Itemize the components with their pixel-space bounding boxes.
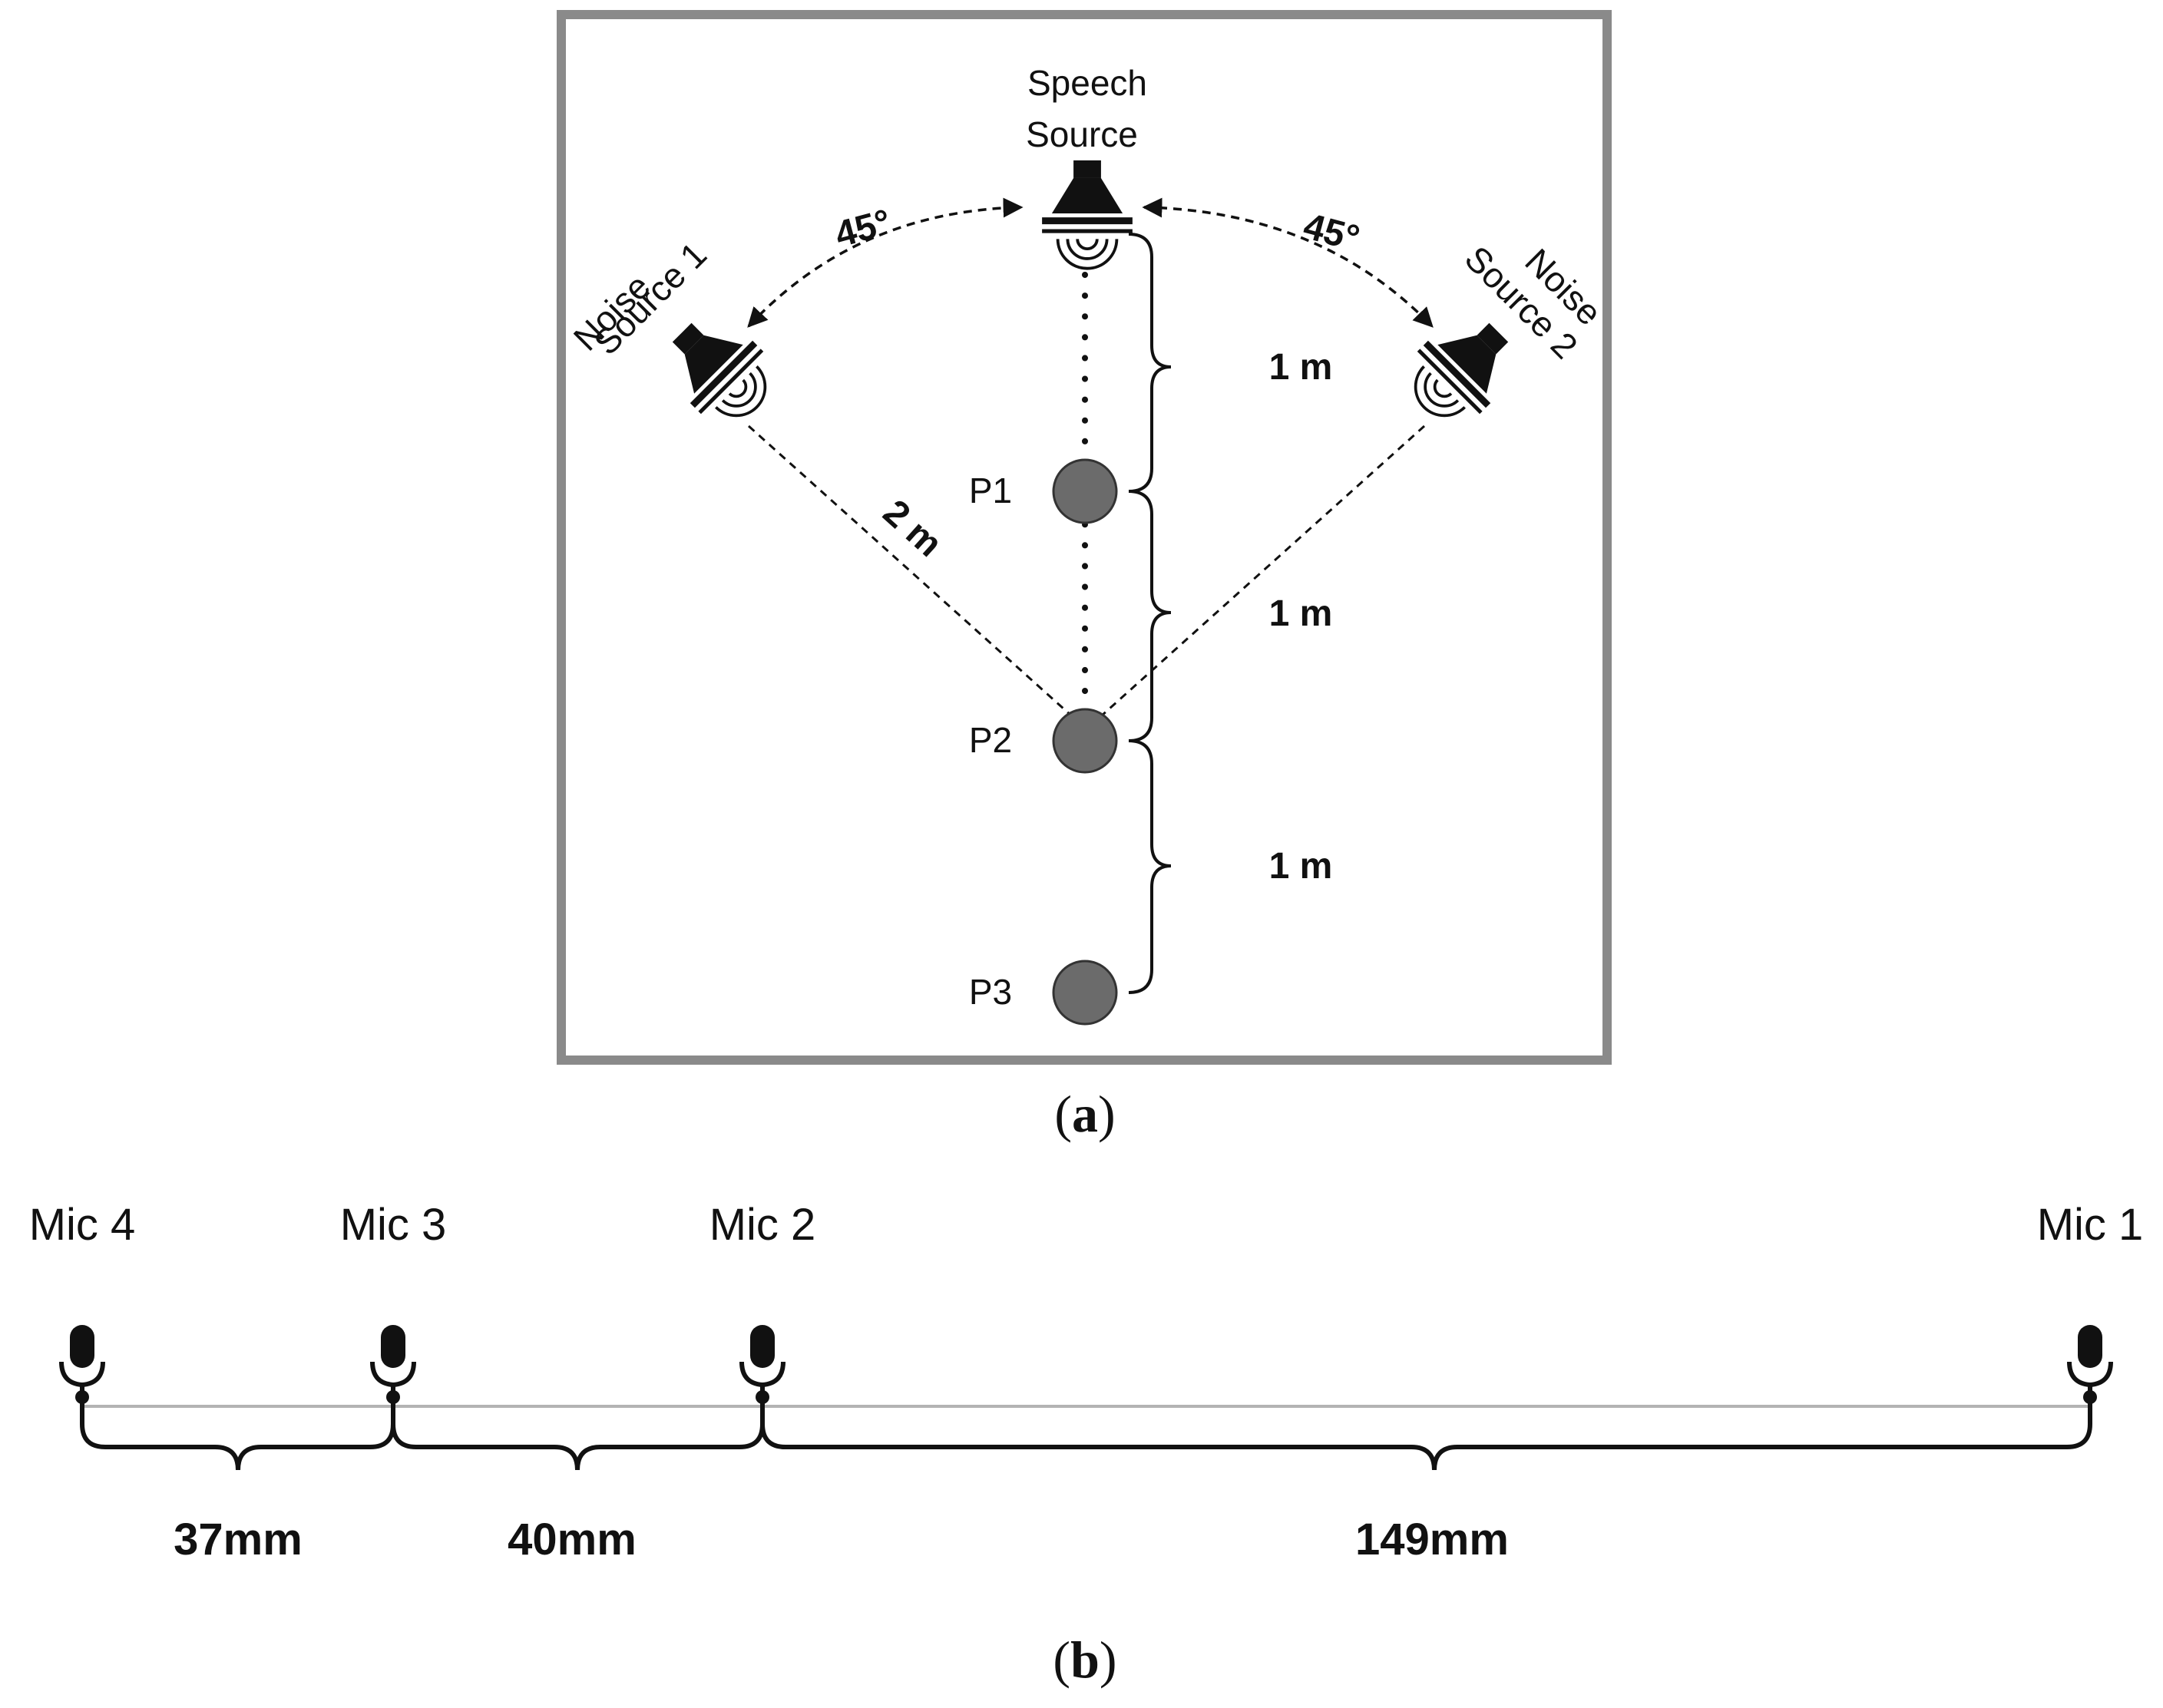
mic-3-icon — [372, 1325, 414, 1404]
position-label-p3: P3 — [969, 972, 1012, 1012]
mic-label-4: Mic 4 — [29, 1200, 136, 1250]
brace-p2-to-p3 — [1128, 739, 1172, 994]
position-p1 — [1052, 458, 1118, 524]
brace-mic2-mic1 — [760, 1397, 2092, 1471]
mic-1-icon — [2069, 1325, 2111, 1404]
mic-label-1: Mic 1 — [2037, 1200, 2144, 1250]
noise-2-to-p2-line — [1100, 425, 1426, 717]
position-label-p2: P2 — [969, 720, 1012, 760]
mic-4-icon — [61, 1325, 103, 1404]
caption-a: (a) — [1054, 1085, 1115, 1143]
panel-a: Speech Source Noise Source 1 Noise Sourc… — [557, 10, 1612, 1143]
mic-spacing-label-1: 37mm — [174, 1515, 303, 1564]
angle-label-right: 45° — [1299, 206, 1364, 259]
position-label-p1: P1 — [969, 471, 1012, 510]
brace-speech-to-p1 — [1128, 233, 1172, 493]
brace-p1-to-p2 — [1128, 490, 1172, 742]
speech-source-label-2: Source — [1026, 114, 1138, 154]
mic-label-2: Mic 2 — [709, 1200, 816, 1250]
diag-distance-label: 2 m — [875, 492, 950, 565]
mic-2-icon — [742, 1325, 783, 1404]
noise-source-2-speaker-icon — [1391, 299, 1532, 440]
noise-1-to-p2-line — [747, 425, 1073, 717]
room-frame — [557, 10, 1612, 1065]
brace-mic3-mic2 — [391, 1397, 765, 1471]
speech-speaker-icon — [1040, 158, 1134, 270]
panel-b: Mic 4 Mic 3 Mic 2 Mic 1 37mm 40mm 149mm … — [29, 1200, 2144, 1689]
caption-b: (b) — [1053, 1630, 1116, 1689]
spacing-label-3: 1 m — [1269, 846, 1333, 887]
mic-spacing-label-2: 40mm — [508, 1515, 637, 1564]
position-p3 — [1052, 960, 1118, 1026]
angle-arc-left — [747, 197, 1024, 328]
brace-mic4-mic3 — [80, 1397, 395, 1471]
mic-spacing-label-3: 149mm — [1355, 1515, 1509, 1564]
spacing-label-1: 1 m — [1269, 347, 1333, 388]
position-p2 — [1052, 708, 1118, 774]
spacing-label-2: 1 m — [1269, 593, 1333, 634]
mic-label-3: Mic 3 — [340, 1200, 447, 1250]
angle-arc-right — [1142, 197, 1434, 328]
speech-source-label-1: Speech — [1027, 63, 1147, 103]
noise-source-1-speaker-icon — [649, 299, 789, 440]
angle-label-left: 45° — [831, 202, 895, 256]
